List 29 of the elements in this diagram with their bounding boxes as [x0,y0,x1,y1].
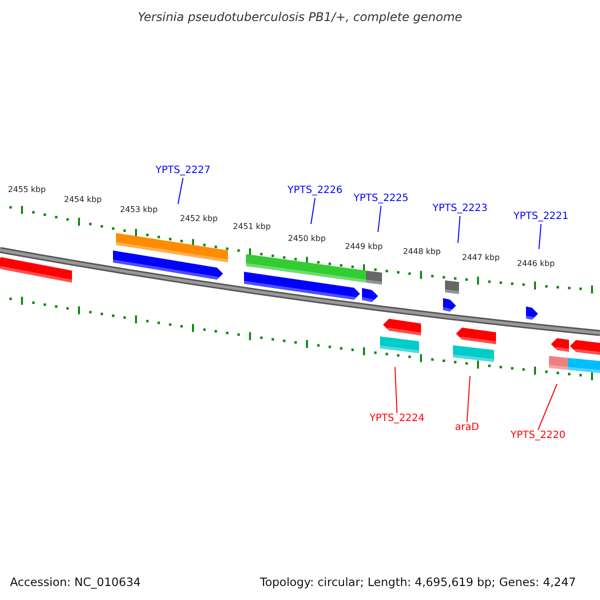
gene-label: araD [454,422,480,434]
leader-line [310,198,316,224]
gene-label: YPTS_2220 [510,430,566,442]
position-label: 2455 kbp [8,185,46,195]
gene-label: YPTS_2224 [369,413,425,425]
gene-label: YPTS_2223 [432,203,488,215]
position-label: 2447 kbp [462,253,500,263]
position-label: 2449 kbp [345,242,383,252]
position-label: 2453 kbp [120,205,158,215]
leader-line [458,216,460,244]
leader-line [178,178,184,204]
position-label: 2450 kbp [288,234,326,244]
footer-text: Accession: NC_010634 [10,575,141,589]
leader-line [378,206,382,232]
leader-line [538,224,542,250]
gene-label: YPTS_2225 [353,193,409,205]
footer-text: Topology: circular; Length: 4,695,619 bp; Genes: 4,247 [260,575,576,589]
gene-label: YPTS_2221 [513,211,569,223]
gene-label: YPTS_2227 [155,165,211,177]
title: Yersinia pseudotuberculosis PB1/+, complete genome [136,10,464,24]
position-label: 2446 kbp [517,259,555,269]
position-label: 2451 kbp [233,222,271,232]
leader-line [538,384,558,430]
leader-line [394,366,398,414]
position-label: 2448 kbp [403,247,441,257]
position-label: 2454 kbp [64,195,102,205]
leader-line [466,376,470,422]
gene-label: YPTS_2226 [287,185,343,197]
position-label: 2452 kbp [180,214,218,224]
